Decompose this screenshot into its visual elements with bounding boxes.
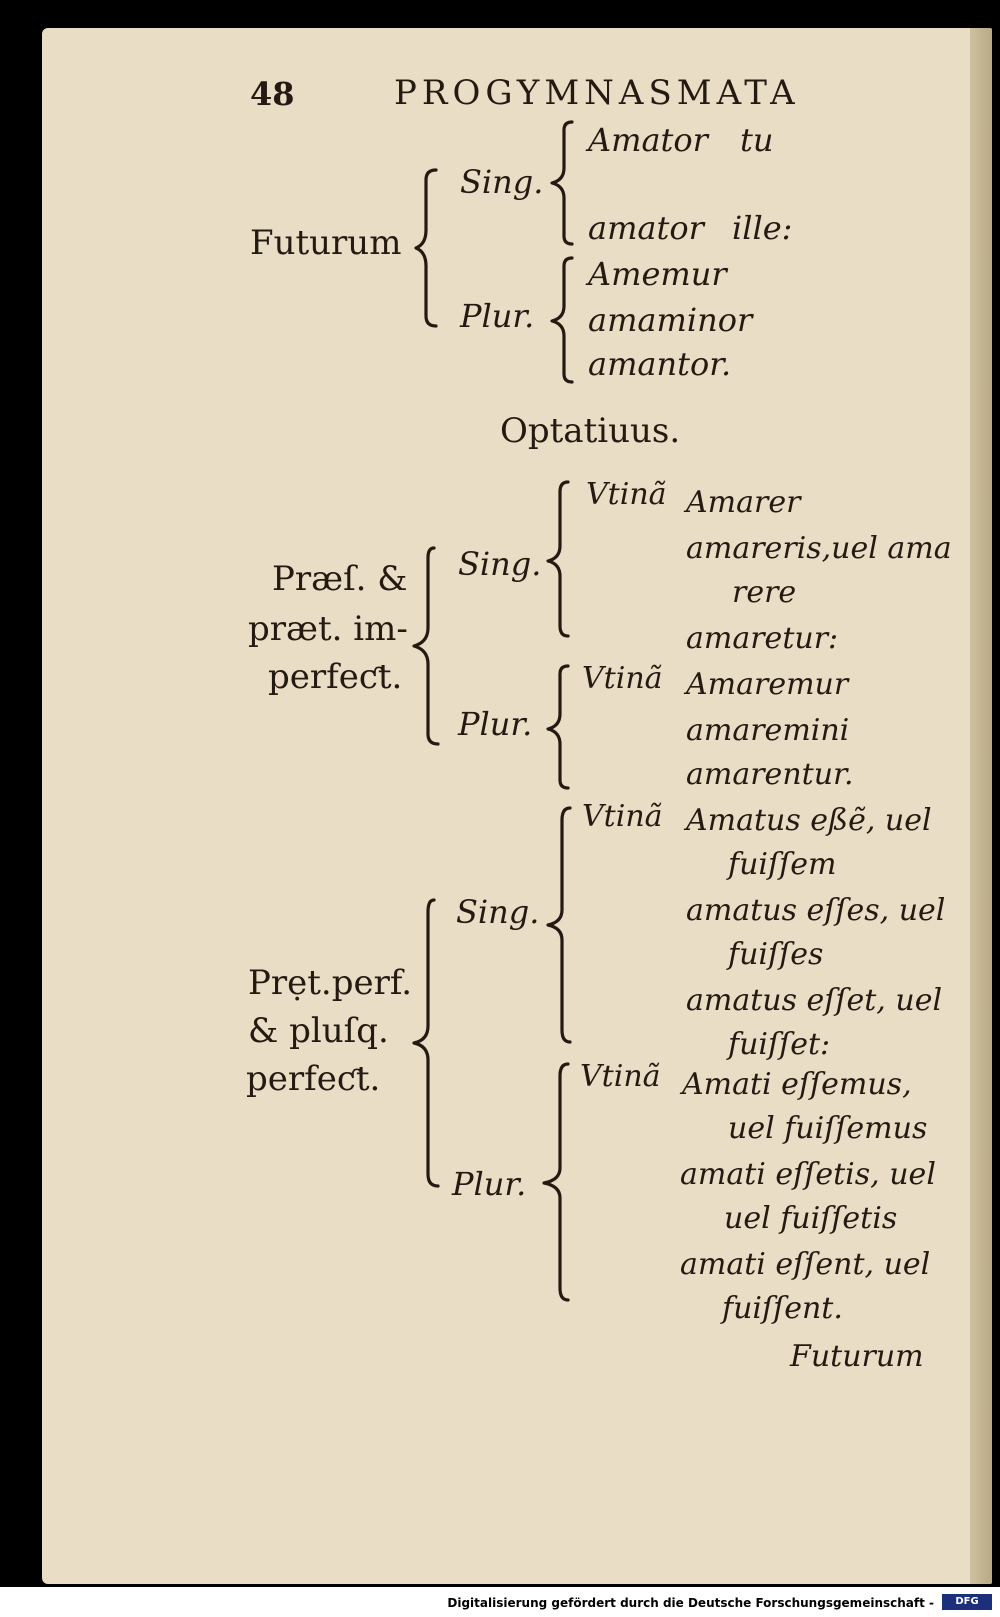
tense-label-line: præt. im- (248, 609, 408, 649)
optative-particle: Vtinã (580, 1059, 661, 1094)
futurum-form: amantor. (588, 345, 732, 383)
number-label-plur: Plur. (458, 705, 533, 743)
verb-form: amati eſſetis, uel (680, 1157, 936, 1192)
futurum-form: amaminor (588, 301, 753, 339)
futurum-plur-brace (550, 256, 574, 384)
number-label-plur: Plur. (452, 1165, 527, 1203)
verb-form: amaremini (686, 713, 850, 748)
pret-brace (412, 898, 440, 1188)
tense-label-line: Præſ. & (272, 559, 408, 599)
verb-form: amatus eſſet, uel (686, 983, 943, 1018)
tense-label-line: perfeƈt. (246, 1059, 381, 1099)
verb-form: Amati eſſemus, (682, 1067, 912, 1102)
verb-form: rere (732, 575, 797, 610)
number-label-plur: Plur. (460, 297, 535, 335)
verb-form: uel fuiſſetis (724, 1201, 898, 1236)
funding-note: Digitalisierung gefördert durch die Deut… (447, 1596, 934, 1610)
futurum-pronoun: ille: (732, 209, 793, 247)
praes-brace (412, 546, 440, 746)
verb-form: fuiſſem (728, 847, 837, 882)
optative-particle: Vtinã (586, 477, 667, 512)
digitization-footer: Digitalisierung gefördert durch die Deut… (0, 1587, 1000, 1617)
optative-particle: Vtinã (582, 799, 663, 834)
pret-sing-brace (546, 806, 572, 1044)
dfg-logo: DFG (942, 1594, 992, 1610)
praes-sing-brace (546, 480, 570, 638)
futurum-form: Amemur (588, 255, 727, 293)
verb-form: fuiſſent. (722, 1291, 843, 1326)
verb-form: Amarer (686, 485, 801, 520)
verb-form: fuiſſet: (728, 1027, 831, 1062)
verb-form: fuiſſes (728, 937, 824, 972)
verb-form: amatus eſſes, uel (686, 893, 946, 928)
running-title: PROGYMNASMATA (394, 73, 800, 113)
futurum-form: amator (588, 209, 704, 247)
futurum-pronoun: tu (740, 121, 774, 159)
tense-label-futurum: Futurum (250, 223, 402, 263)
verb-form: uel fuiſſemus (728, 1111, 928, 1146)
tense-label-line: & pluſq. (248, 1011, 389, 1051)
futurum-form: Amator (588, 121, 708, 159)
optative-particle: Vtinã (582, 661, 663, 696)
catchword: Futurum (790, 1339, 924, 1374)
futurum-sing-brace (550, 120, 574, 246)
verb-form: Amaremur (686, 667, 849, 702)
verb-form: amareris,uel ama (686, 531, 952, 566)
number-label-sing: Sing. (456, 893, 540, 931)
tense-label-line: Prẹt.perf. (248, 963, 413, 1003)
page-number: 48 (250, 75, 295, 113)
verb-form: amarentur. (686, 757, 854, 792)
mood-heading: Optatiuus. (500, 411, 681, 451)
number-label-sing: Sing. (458, 545, 542, 583)
pret-plur-brace (542, 1062, 570, 1302)
praes-plur-brace (546, 664, 570, 790)
verb-form: Amatus eßẽ, uel (686, 803, 932, 838)
book-page: 48 PROGYMNASMATA Futurum Sing. Plur. Ama… (42, 28, 992, 1584)
verb-form: amati eſſent, uel (680, 1247, 931, 1282)
number-label-sing: Sing. (460, 163, 544, 201)
page-edge (970, 28, 992, 1584)
verb-form: amaretur: (686, 621, 839, 656)
tense-label-line: perfeƈt. (268, 657, 403, 697)
futurum-brace (414, 168, 438, 328)
